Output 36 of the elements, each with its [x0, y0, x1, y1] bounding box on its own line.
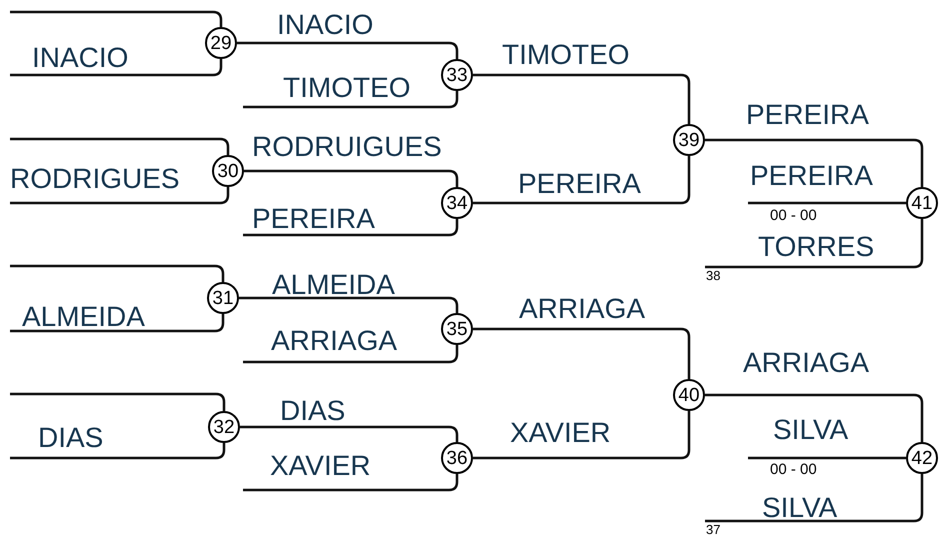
bracket-line [473, 328, 690, 379]
seed-number: 38 [706, 269, 720, 282]
bracket-line [473, 156, 690, 204]
player-name: INACIO [277, 11, 374, 39]
bracket-line [705, 219, 924, 268]
score-text: 00 - 00 [770, 208, 817, 223]
player-name: ARRIAGA [519, 295, 646, 323]
player-name: ARRIAGA [743, 349, 870, 377]
player-name: DIAS [280, 397, 346, 425]
player-name: XAVIER [270, 452, 371, 480]
bracket-line [705, 138, 924, 187]
player-name: XAVIER [510, 419, 611, 447]
player-name: RODRIGUES [10, 165, 180, 193]
seed-number: 37 [706, 523, 720, 535]
player-name: ALMEIDA [272, 271, 395, 299]
bracket-line [748, 202, 906, 204]
player-name: SILVA [762, 494, 838, 522]
bracket-line [705, 474, 924, 522]
player-name: DIAS [38, 424, 104, 452]
player-name: PEREIRA [750, 162, 873, 190]
player-name: TIMOTEO [502, 41, 630, 69]
bracket-line [705, 394, 924, 442]
bracket-line [748, 456, 906, 460]
player-name: PEREIRA [746, 101, 869, 129]
player-name: PEREIRA [252, 205, 375, 233]
score-text: 00 - 00 [770, 462, 817, 477]
player-name: PEREIRA [518, 170, 641, 198]
player-name: INACIO [32, 44, 128, 72]
player-name: ALMEIDA [22, 303, 145, 331]
player-name: SILVA [773, 416, 848, 444]
bracket-line [473, 411, 690, 460]
player-name: TIMOTEO [283, 74, 411, 102]
player-name: TORRES [758, 233, 874, 261]
player-name: ARRIAGA [271, 327, 398, 355]
bracket-line [473, 74, 690, 124]
player-name: RODRUIGUES [252, 133, 442, 161]
